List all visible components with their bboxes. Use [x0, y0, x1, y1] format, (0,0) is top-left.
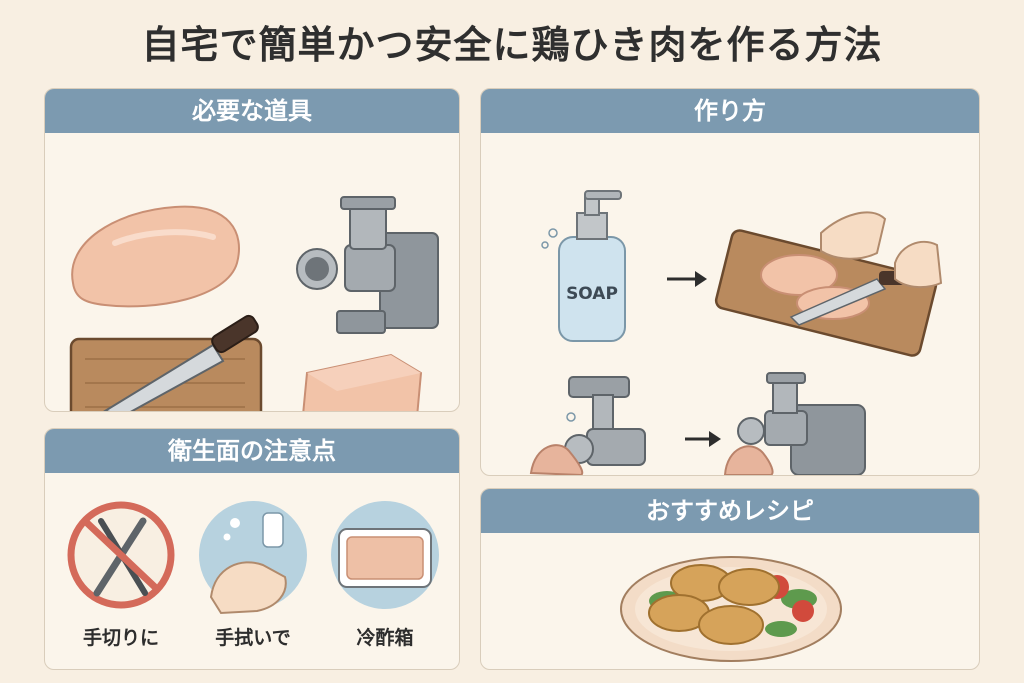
tools-body: [45, 133, 459, 411]
soap-label: SOAP: [566, 284, 618, 304]
hygiene-panel: 衛生面の注意点 手切りに 手拭いで 冷酢箱: [44, 428, 460, 670]
recipe-panel: おすすめレシピ: [480, 488, 980, 670]
page-title: 自宅で簡単かつ安全に鶏ひき肉を作る方法: [141, 23, 883, 67]
steps-panel: 作り方 SOAP: [480, 88, 980, 476]
no-knife-icon: [67, 501, 175, 609]
refrigerated-tray-icon: [331, 501, 439, 609]
hygiene-heading: 衛生面の注意点: [45, 429, 459, 473]
arrow-right-icon: [667, 271, 707, 287]
ground-chicken-block-icon: [302, 353, 423, 411]
hygiene-label-hand-wash: 手拭いで: [215, 627, 291, 649]
steps-body: SOAP: [481, 133, 979, 475]
meat-grinder-icon: [296, 196, 439, 334]
steps-heading: 作り方: [481, 89, 979, 133]
hygiene-label-no-knife: 手切りに: [82, 627, 159, 649]
chicken-patties-plate-icon: [620, 556, 842, 662]
recipe-body: [481, 533, 979, 669]
tools-heading: 必要な道具: [45, 89, 459, 133]
electric-grinder-icon: [723, 372, 866, 475]
arrow-right-icon-2: [685, 431, 721, 447]
tools-panel: 必要な道具: [44, 88, 460, 412]
chicken-breast-icon: [71, 205, 240, 308]
hygiene-label-refrigerate: 冷酢箱: [356, 627, 414, 649]
hand-wash-icon: [199, 501, 307, 615]
soap-bottle-icon: [541, 190, 626, 342]
grinding-meat-icon: [529, 376, 646, 475]
recipe-heading: おすすめレシピ: [481, 489, 979, 533]
cutting-chicken-icon: [714, 211, 943, 357]
kitchen-knife-icon: [103, 314, 259, 411]
